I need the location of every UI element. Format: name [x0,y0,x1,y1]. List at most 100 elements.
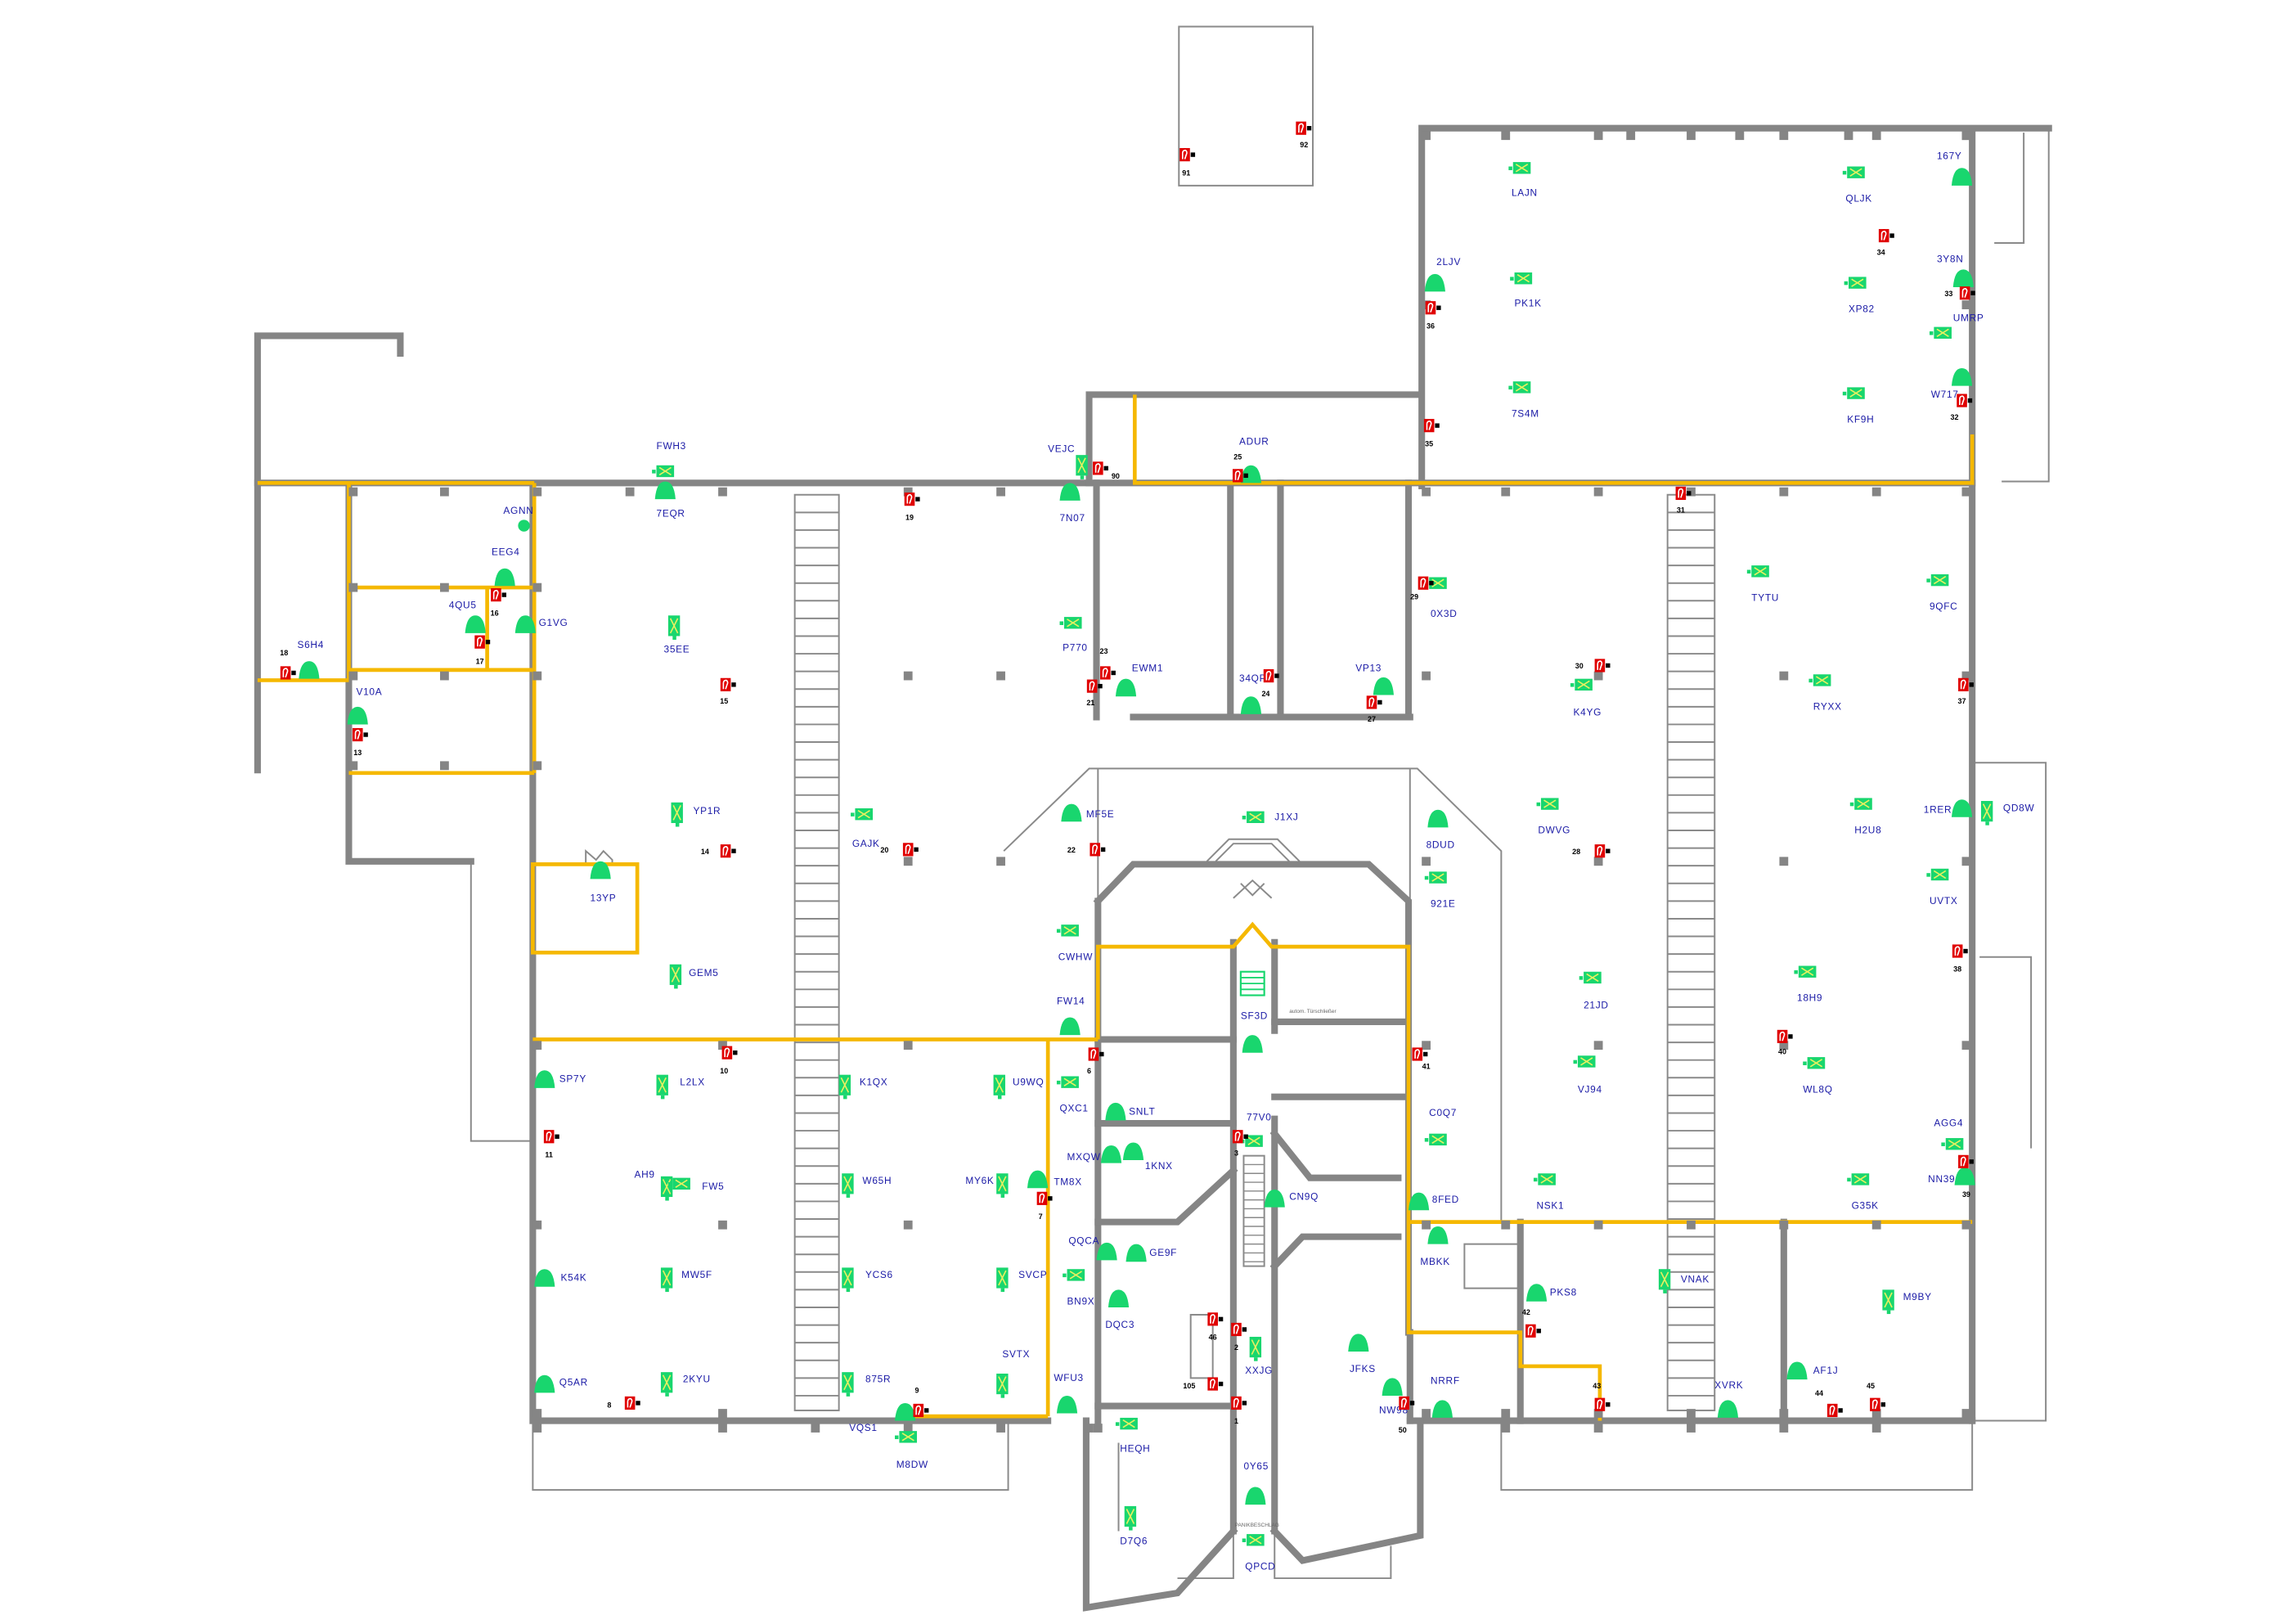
luminaire[interactable]: MXQW [1067,1145,1122,1163]
fire-extinguisher[interactable]: 32 [1951,394,1973,421]
luminaire[interactable]: AH9 [635,1169,673,1201]
luminaire[interactable]: 9QFC [1926,574,1957,612]
luminaire[interactable]: AF1J [1786,1361,1838,1380]
fire-extinguisher[interactable]: 7 [1036,1191,1053,1221]
luminaire[interactable]: 34QP [1239,673,1266,714]
luminaire[interactable]: H2U8 [1849,798,1882,836]
luminaire[interactable]: W65H [842,1173,892,1198]
fire-extinguisher[interactable]: 40 [1777,1029,1793,1056]
luminaire[interactable]: XVRK [1714,1379,1743,1418]
fire-extinguisher[interactable]: 30 [1575,659,1611,673]
luminaire[interactable]: P770 [1059,617,1088,653]
luminaire[interactable]: 921E [1424,871,1456,910]
luminaire[interactable]: 18H9 [1794,965,1822,1004]
fire-extinguisher[interactable]: 25 [1232,453,1248,483]
luminaire[interactable]: G35K [1847,1173,1879,1211]
luminaire[interactable]: ADUR [1239,436,1269,484]
luminaire[interactable]: XXJG [1245,1336,1273,1376]
luminaire[interactable]: MF5E [1061,803,1114,822]
luminaire[interactable]: YCS6 [842,1267,893,1293]
fire-extinguisher[interactable]: 29 [1410,576,1434,601]
luminaire[interactable]: CWHW [1056,924,1093,962]
luminaire[interactable]: EWM1 [1115,663,1163,697]
luminaire[interactable]: 7N07 [1059,483,1085,524]
luminaire[interactable]: MY6K [965,1173,1009,1198]
luminaire[interactable]: QQCA [1068,1235,1117,1261]
luminaire[interactable]: M9BY [1882,1289,1931,1315]
fire-extinguisher[interactable]: 24 [1261,668,1279,698]
luminaire[interactable]: U9WQ [993,1074,1045,1100]
fire-extinguisher[interactable]: 11 [543,1130,559,1158]
luminaire[interactable]: LAJN [1508,162,1537,198]
luminaire[interactable]: V10A [347,686,383,725]
fire-extinguisher[interactable]: 28 [1572,844,1611,858]
fire-extinguisher[interactable]: 23 [1100,647,1116,680]
luminaire[interactable]: XP82 [1844,277,1875,315]
fire-extinguisher[interactable]: 90 [1093,461,1120,480]
luminaire[interactable]: 0X3D [1424,577,1458,620]
luminaire[interactable]: K54K [534,1269,586,1287]
luminaire[interactable]: FW14 [1057,995,1085,1036]
luminaire[interactable]: AGG4 [1934,1118,1964,1150]
luminaire[interactable]: 167Y [1937,150,1973,186]
luminaire[interactable]: M8DW [895,1431,928,1470]
fire-extinguisher[interactable]: 36 [1425,301,1441,330]
luminaire[interactable]: KF9H [1842,387,1875,425]
luminaire[interactable]: K1QX [838,1074,888,1100]
luminaire[interactable]: GEM5 [669,964,719,989]
luminaire[interactable]: 2KYU [660,1372,711,1397]
luminaire[interactable]: K4YG [1570,678,1602,718]
luminaire[interactable]: PKS8 [1525,1284,1577,1302]
fire-extinguisher[interactable]: 43 [1593,1382,1611,1411]
luminaire[interactable]: FW5 [667,1177,725,1192]
fire-extinguisher[interactable]: 19 [904,493,920,521]
luminaire[interactable]: SP7Y [534,1070,586,1088]
fire-extinguisher[interactable]: 91 [1179,147,1196,177]
luminaire[interactable]: Q5AR [534,1374,588,1393]
fire-extinguisher[interactable]: 45 [1867,1382,1885,1411]
luminaire[interactable]: 21JD [1579,971,1609,1011]
fire-extinguisher[interactable]: 1 [1231,1396,1247,1425]
fire-extinguisher[interactable]: 44 [1815,1389,1843,1418]
luminaire[interactable]: DQC3 [1105,1289,1135,1330]
luminaire[interactable]: 13YP [590,861,617,904]
luminaire[interactable]: SVTX [996,1348,1030,1398]
luminaire[interactable]: 3Y8N [1937,253,1974,288]
fire-extinguisher[interactable]: 2 [1231,1322,1247,1352]
fire-extinguisher[interactable]: 37 [1958,677,1974,705]
luminaire[interactable]: GAJK [851,808,880,849]
luminaire[interactable]: MBKK [1420,1226,1449,1267]
fire-extinguisher[interactable]: 39 [1958,1154,1974,1199]
fire-extinguisher[interactable]: 14 [701,844,736,858]
luminaire[interactable]: EEG4 [492,547,520,587]
luminaire[interactable]: W717 [1931,367,1973,400]
luminaire[interactable]: C0Q7 [1424,1107,1457,1146]
luminaire[interactable]: VJ94 [1573,1055,1602,1095]
fire-extinguisher[interactable]: 9 [913,1386,929,1418]
fire-extinguisher[interactable]: 31 [1675,486,1692,514]
luminaire[interactable]: NSK1 [1533,1173,1564,1211]
luminaire[interactable]: 0Y65 [1243,1460,1269,1505]
luminaire[interactable]: QLJK [1842,166,1872,205]
luminaire[interactable]: AGNN [503,505,533,532]
luminaire[interactable]: TM8X [1027,1170,1082,1189]
luminaire[interactable]: 1RER [1924,799,1973,817]
luminaire[interactable]: 7EQR [654,481,685,520]
luminaire[interactable]: UMRP [1929,312,1984,340]
luminaire[interactable]: SNLT [1105,1102,1155,1121]
fire-extinguisher[interactable]: 16 [491,587,506,617]
luminaire[interactable]: G1VG [514,615,568,633]
fire-extinguisher[interactable]: 46 [1207,1312,1224,1342]
fire-extinguisher[interactable]: 105 [1183,1377,1224,1391]
luminaire[interactable]: NN39 [1928,1167,1975,1185]
luminaire[interactable]: WFU3 [1054,1372,1083,1414]
luminaire[interactable]: 7S4M [1508,381,1539,419]
luminaire[interactable]: VP13 [1355,663,1394,695]
luminaire[interactable]: S6H4 [297,639,324,679]
luminaire[interactable]: 1KNX [1122,1142,1173,1172]
luminaire[interactable]: TYTU [1746,565,1779,603]
luminaire[interactable]: J1XJ [1242,811,1299,823]
luminaire[interactable]: 35EE [664,615,690,655]
fire-extinguisher[interactable]: 92 [1296,121,1312,149]
fire-extinguisher[interactable]: 10 [720,1046,738,1075]
